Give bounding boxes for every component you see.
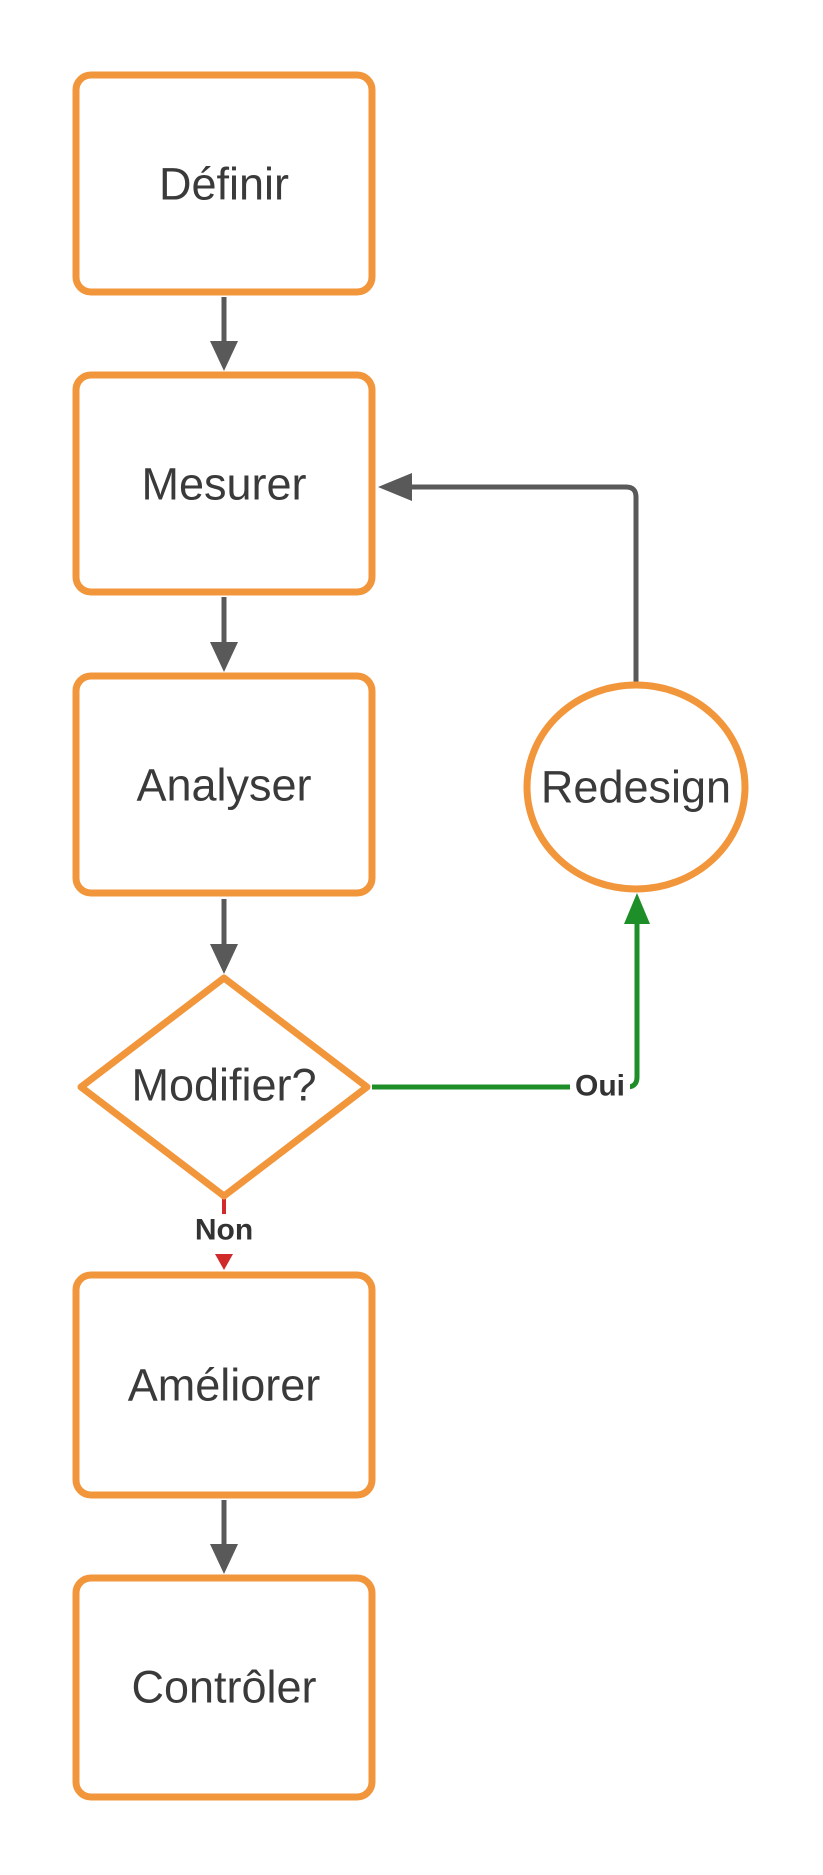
node-label: Mesurer (141, 459, 306, 510)
node-analyser: Analyser (72, 672, 376, 897)
node-label: Modifier? (131, 1060, 316, 1111)
decision-diamond (77, 974, 371, 1200)
decision-modifier: Modifier? (77, 974, 371, 1200)
edge-label-background (570, 1066, 630, 1106)
process-box (72, 1574, 376, 1801)
node-label: Redesign (541, 762, 731, 813)
circle-node (523, 681, 749, 893)
arrow-head-down-icon (210, 944, 238, 974)
connector-measure-analyze (210, 597, 238, 672)
connector-decision-improve: Non (195, 1199, 253, 1270)
process-box (72, 71, 376, 296)
node-label: Définir (159, 159, 289, 210)
arrow-head-up-icon (624, 893, 650, 924)
connector-decision-redesign: Oui (372, 893, 650, 1106)
connector-elbow (372, 924, 640, 1090)
node-mesurer: Mesurer (72, 371, 376, 596)
arrow-head-left-icon (378, 473, 412, 501)
process-box (72, 1271, 376, 1499)
connector-redesign-measure (378, 473, 639, 684)
node-controler: Contrôler (72, 1574, 376, 1801)
connector-elbow (410, 484, 639, 684)
connector-analyze-decision (210, 899, 238, 974)
arrow-head-down-icon (210, 1544, 238, 1574)
node-definir: Définir (72, 71, 376, 296)
arrow-head-down-icon (210, 642, 238, 672)
edge-label-oui: Oui (575, 1070, 625, 1103)
connector-improve-control (210, 1500, 238, 1574)
node-label: Contrôler (131, 1662, 316, 1713)
process-box (72, 371, 376, 596)
arrow-head-down-icon (210, 341, 238, 371)
node-label: Améliorer (128, 1360, 321, 1411)
connector-define-measure (210, 297, 238, 371)
edge-label-non: Non (195, 1214, 253, 1247)
node-label: Analyser (136, 760, 311, 811)
arrow-head-down-icon (215, 1254, 233, 1270)
node-redesign: Redesign (523, 681, 749, 893)
node-ameliorer: Améliorer (72, 1271, 376, 1499)
process-box (72, 672, 376, 897)
